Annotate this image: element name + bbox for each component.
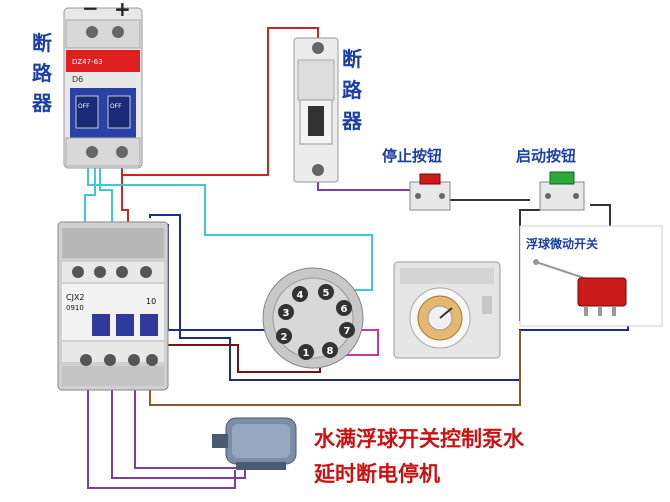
start-button-label: 启动按钮 [516,147,576,165]
breaker1-left-off: OFF [78,103,90,110]
wire-purple-stop [317,180,413,200]
wire-cyan-2 [87,150,373,291]
breaker2-label: 断 路 器 [341,47,363,133]
relay-pin-6: 6 [341,304,348,315]
breaker1-label: 断 路 器 [31,31,53,115]
start-button[interactable] [539,171,585,211]
breaker2-label-char-3: 器 [341,109,363,133]
wire-navy-2 [149,214,629,381]
wire-motor-2 [111,385,246,479]
time-relay [393,261,501,359]
caption: 水满浮球开关控制泵水 延时断电停机 [313,427,525,486]
contactor-right-mark: 10 [146,297,156,306]
relay-socket: 1 2 3 4 5 6 7 8 [262,267,364,369]
float-switch-panel: 浮球微动开关 [519,225,663,327]
stop-button-label: 停止按钮 [382,147,442,165]
wire-red-top [121,27,319,176]
relay-pin-8: 8 [327,346,334,357]
breaker2-label-char-2: 路 [342,78,363,102]
wire-cyan-3 [99,150,113,245]
breaker1-plus: + [114,0,131,21]
breaker1-label-char-3: 器 [31,91,53,115]
relay-pin-7: 7 [344,326,351,337]
caption-line-2: 延时断电停机 [313,462,440,486]
contactor-model: CJX2 [66,293,85,302]
float-switch-label: 浮球微动开关 [526,236,598,251]
stop-button[interactable] [409,173,451,211]
breaker2-label-char-1: 断 [342,47,362,71]
breaker1-minus: − [82,0,99,20]
caption-line-1: 水满浮球开关控制泵水 [314,427,525,451]
motor [212,417,297,470]
breaker1-model: DZ47-63 [72,58,103,66]
circuit-breaker-1: DZ47-63 D6 OFF OFF − + [63,0,143,169]
contactor-sub: 0910 [66,304,84,312]
wire-cyan-1 [84,150,96,245]
breaker1-rating: D6 [72,75,83,84]
relay-pin-2: 2 [281,332,288,343]
circuit-breaker-2 [293,37,339,183]
relay-pin-3: 3 [283,308,290,319]
breaker1-label-char-2: 路 [32,61,53,85]
relay-pin-5: 5 [323,288,330,299]
relay-pin-1: 1 [303,348,310,359]
ac-contactor: CJX2 0910 10 [57,221,169,391]
relay-pin-4: 4 [297,290,304,301]
breaker1-label-char-1: 断 [32,31,52,55]
breaker1-right-off: OFF [110,103,122,110]
